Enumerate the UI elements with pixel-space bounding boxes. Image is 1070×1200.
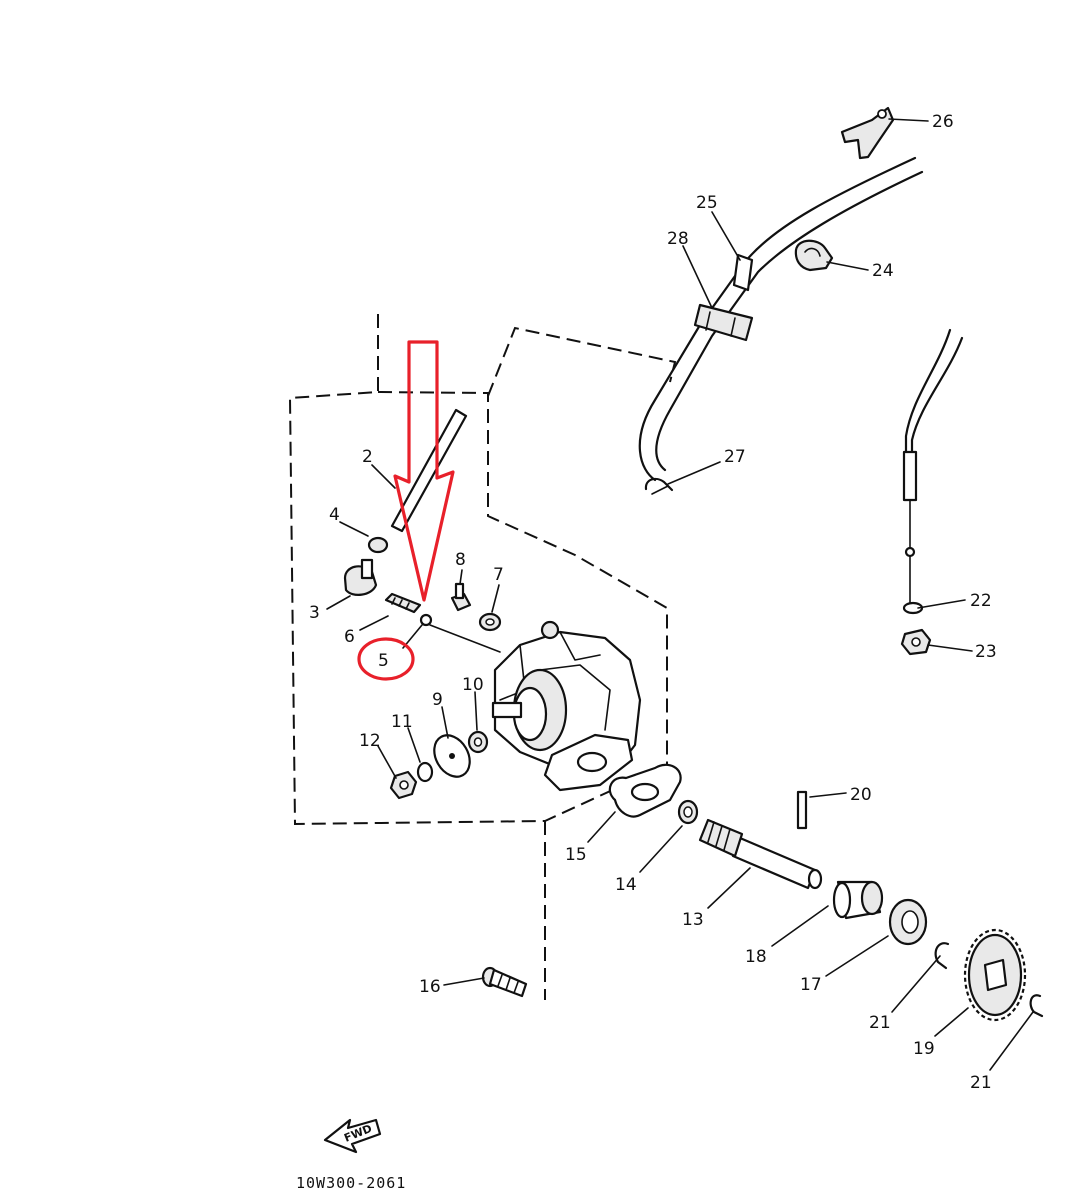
part-7-washer — [478, 612, 502, 632]
label-2: 2 — [362, 447, 373, 467]
forward-direction-badge: FWD — [323, 1118, 382, 1154]
part-10-washer — [467, 730, 489, 754]
part-25-oil-hose — [638, 156, 924, 482]
highlight-circle-part-5 — [357, 637, 415, 681]
part-14-o-ring — [677, 799, 699, 825]
label-20: 20 — [850, 785, 872, 805]
part-19-drive-gear — [963, 928, 1027, 1022]
label-10: 10 — [462, 675, 484, 695]
label-12: 12 — [359, 731, 381, 751]
part-2-oil-pipe — [390, 408, 468, 533]
label-16: 16 — [419, 977, 441, 997]
label-4: 4 — [329, 505, 340, 525]
label-15: 15 — [565, 845, 587, 865]
label-7: 7 — [493, 565, 504, 585]
label-6: 6 — [344, 627, 355, 647]
label-21-upper: 21 — [869, 1013, 891, 1033]
part-11-lock-washer — [416, 761, 434, 783]
part-6-bleed-screw — [384, 592, 422, 614]
label-18: 18 — [745, 947, 767, 967]
label-9: 9 — [432, 690, 443, 710]
part-24-hose-clip — [794, 239, 834, 272]
label-27: 27 — [724, 447, 746, 467]
part-26-hose-bracket — [840, 106, 895, 160]
label-25: 25 — [696, 193, 718, 213]
part-16-bolt — [481, 966, 528, 998]
part-21-circlip-upper — [934, 942, 950, 970]
part-17-bearing — [888, 898, 928, 946]
label-24: 24 — [872, 261, 894, 281]
part-22-throttle-cable — [902, 328, 964, 615]
label-8: 8 — [455, 550, 466, 570]
part-3-elbow-fitting — [343, 558, 378, 596]
part-9-plate — [433, 734, 471, 778]
part-12-nut — [389, 770, 418, 800]
label-13: 13 — [682, 910, 704, 930]
part-21-circlip-lower — [1029, 994, 1044, 1018]
highlight-arrow — [393, 340, 455, 602]
part-number-labels: 2 4 3 6 5 8 7 9 10 11 12 15 14 13 20 18 … — [309, 112, 997, 1093]
part-8-bolt — [450, 582, 472, 612]
drawing-code: 10W300-2061 — [296, 1174, 406, 1192]
label-5: 5 — [378, 651, 389, 671]
part-23-cable-nut — [900, 628, 932, 656]
label-19: 19 — [913, 1039, 935, 1059]
part-15-gasket — [608, 763, 682, 818]
label-23: 23 — [975, 642, 997, 662]
label-21-lower: 21 — [970, 1073, 992, 1093]
label-3: 3 — [309, 603, 320, 623]
label-26: 26 — [932, 112, 954, 132]
label-11: 11 — [391, 712, 413, 732]
leader-lines — [326, 118, 1034, 1071]
oil-pump-body — [491, 620, 642, 792]
part-5-o-ring — [419, 613, 433, 627]
label-22: 22 — [970, 591, 992, 611]
part-18-bushing — [832, 880, 884, 920]
part-4-cap — [367, 536, 389, 554]
part-20-pin — [796, 790, 808, 830]
part-28-hose-fitting — [693, 253, 754, 342]
label-28: 28 — [667, 229, 689, 249]
label-14: 14 — [615, 875, 637, 895]
part-27-hose-clamp — [644, 477, 674, 495]
part-13-drive-gear-shaft — [698, 818, 823, 890]
label-17: 17 — [800, 975, 822, 995]
